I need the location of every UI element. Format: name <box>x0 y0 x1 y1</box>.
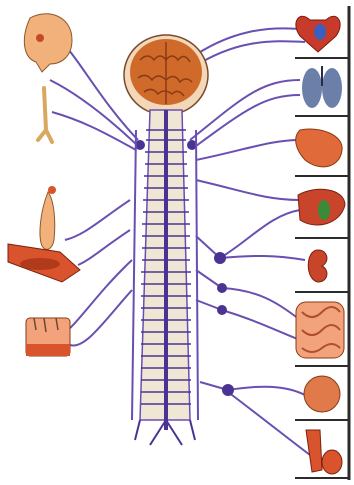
ganglion <box>217 305 227 315</box>
genitals-icon <box>306 430 342 474</box>
ganglion <box>222 384 234 396</box>
nerve-fiber <box>78 230 130 265</box>
intestines-icon <box>296 302 344 358</box>
nerve-fiber <box>192 41 305 68</box>
nerve-fiber <box>196 140 300 160</box>
liver-icon <box>298 189 345 225</box>
kidney-icon <box>308 250 327 282</box>
nerve-fiber <box>190 80 300 140</box>
brain-icon <box>124 35 208 115</box>
spinal-column <box>140 110 190 430</box>
right-chain <box>196 130 198 420</box>
head-icon <box>24 14 72 72</box>
nerve-fiber <box>220 256 305 260</box>
nerve-fiber <box>228 387 305 395</box>
nerve-fiber <box>228 392 310 455</box>
nerve-fiber <box>65 200 130 240</box>
nerve-fiber <box>196 180 300 200</box>
nerve-fiber <box>222 288 300 320</box>
nerve-fiber <box>50 80 138 146</box>
blood-vessel-icon <box>40 186 56 249</box>
nerve-fibers-right <box>188 28 310 455</box>
heart-icon <box>296 16 340 52</box>
stomach-icon <box>296 129 342 167</box>
bladder-icon <box>304 376 340 412</box>
nerve-fiber <box>222 310 300 340</box>
arm-vessel-icon <box>8 244 80 282</box>
left-chain <box>132 130 136 420</box>
nerve-fiber <box>220 210 300 258</box>
nerve-fiber <box>52 112 136 150</box>
ganglion <box>217 283 227 293</box>
lungs-icon <box>302 66 342 108</box>
nerve-fiber <box>196 95 300 146</box>
airway-icon <box>38 88 52 142</box>
skin-icon <box>26 318 70 356</box>
ganglion <box>214 252 226 264</box>
